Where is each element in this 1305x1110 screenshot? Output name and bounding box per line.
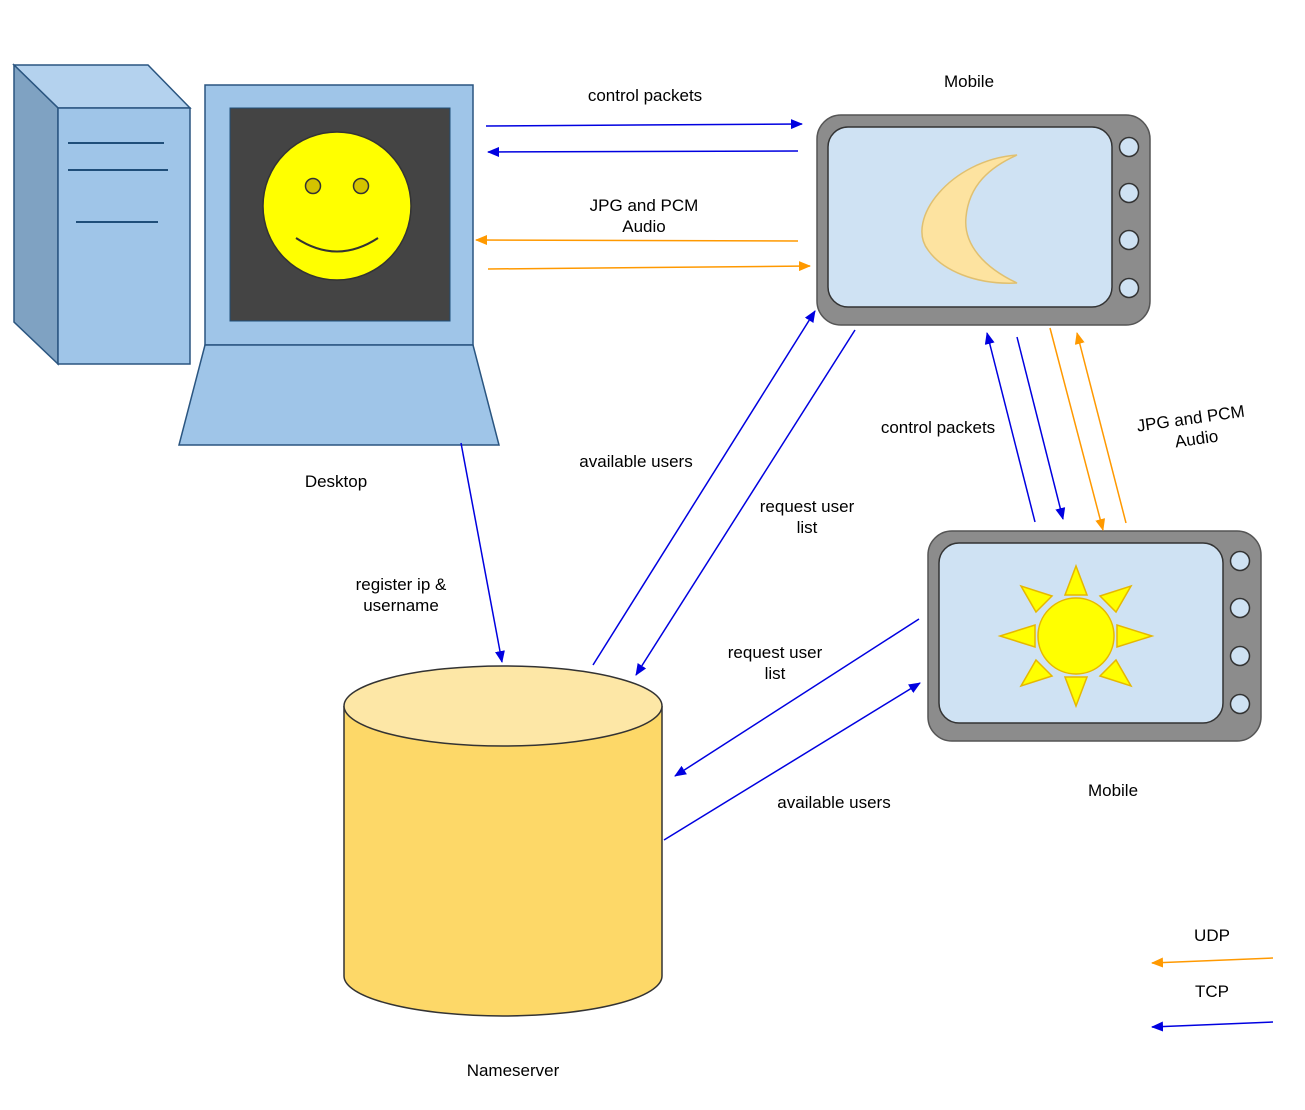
request-user-list-low-label-line1: request user — [728, 643, 823, 662]
request-user-list-mid-label-line2: list — [797, 518, 818, 537]
register-label-line1: register ip & — [356, 575, 447, 594]
nameserver-label: Nameserver — [467, 1061, 560, 1080]
mobile-top-label: Mobile — [944, 72, 994, 91]
jpg-pcm-top-label-line1: JPG and PCM — [590, 196, 699, 215]
jpg-pcm-up-arrow — [1074, 332, 1127, 524]
mobile-bottom-label: Mobile — [1088, 781, 1138, 800]
jpg-pcm-to-desktop-arrow — [475, 235, 799, 246]
jpg-pcm-top-label-line2: Audio — [622, 217, 665, 236]
control-packets-top-label: control packets — [588, 86, 702, 105]
request-user-list-mid-label-line1: request user — [760, 497, 855, 516]
available-users-mid-label: available users — [579, 452, 692, 471]
register-arrow — [460, 442, 505, 663]
available-users-low-arrow — [663, 682, 921, 841]
control-packets-right-label: control packets — [881, 418, 995, 437]
jpg-pcm-down-arrow — [1049, 327, 1106, 531]
jpg-pcm-to-mobile-arrow — [487, 261, 811, 272]
nameserver-database-icon — [343, 665, 663, 1017]
control-packets-to-desktop-arrow — [487, 146, 799, 157]
register-label-line2: username — [363, 596, 439, 615]
request-user-list-low-label-line2: list — [765, 664, 786, 683]
desktop-monitor-icon — [178, 84, 500, 446]
smiley-icon — [262, 131, 412, 281]
legend-udp-arrow — [1151, 957, 1274, 968]
desktop-label: Desktop — [305, 472, 367, 491]
available-users-low-label: available users — [777, 793, 890, 812]
control-packets-up-arrow — [984, 332, 1036, 523]
jpg-pcm-right-label-line2: Audio — [1174, 427, 1220, 452]
control-packets-down-arrow — [1016, 336, 1066, 520]
sun-icon — [997, 563, 1155, 709]
control-packets-to-mobile-arrow — [485, 119, 803, 130]
moon-icon — [921, 154, 1018, 284]
desktop-tower-icon — [12, 63, 192, 366]
legend-udp-label: UDP — [1194, 926, 1230, 945]
mobile-bottom-device-icon — [927, 530, 1262, 742]
request-user-list-to-nameserver-arrow — [635, 329, 856, 676]
request-user-list-low-arrow — [674, 618, 920, 777]
available-users-to-mobile-arrow — [592, 310, 816, 666]
mobile-top-device-icon — [816, 114, 1151, 326]
legend-tcp-label: TCP — [1195, 982, 1229, 1001]
legend-tcp-arrow — [1151, 1021, 1274, 1032]
